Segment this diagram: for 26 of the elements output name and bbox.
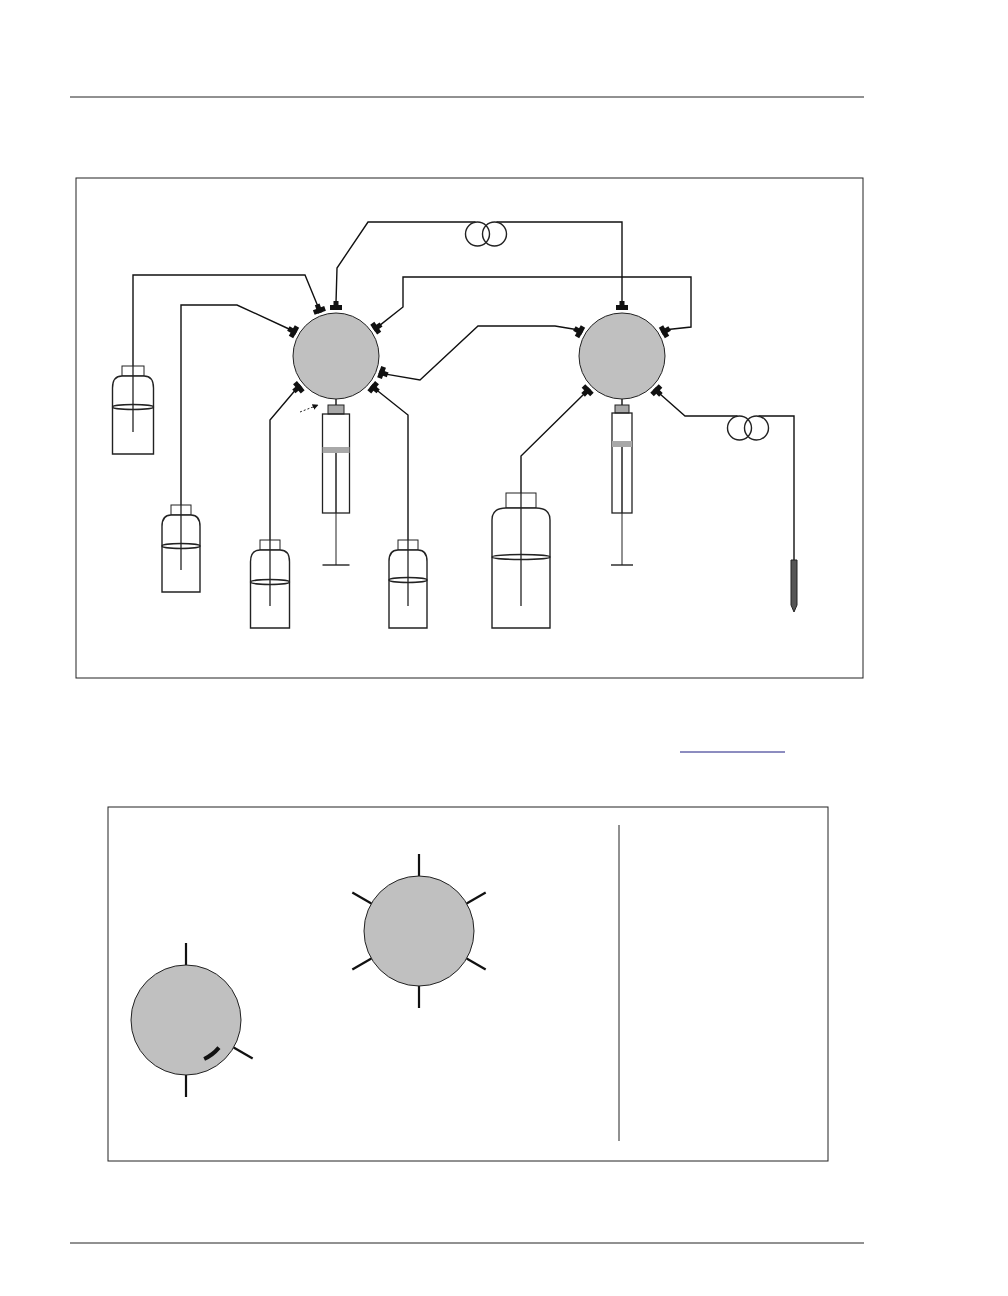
tube-line	[495, 221, 623, 304]
valve-drawing	[287, 301, 389, 400]
tube-line	[757, 415, 795, 561]
bottle-drawing	[249, 539, 291, 629]
valve-drawing	[573, 301, 671, 400]
valve-drawing	[130, 943, 254, 1097]
bottle-drawing	[491, 492, 551, 629]
tube-line	[269, 389, 297, 541]
tube-line	[385, 325, 577, 381]
tube-line	[378, 276, 692, 331]
valve-drawing	[351, 854, 487, 1008]
syringe-drawing	[321, 404, 351, 566]
tube-line	[520, 392, 586, 494]
tube-line	[335, 221, 477, 304]
tube-line	[132, 274, 319, 367]
tube-line	[658, 392, 739, 417]
needle-drawing	[790, 559, 798, 613]
syringe-drawing	[610, 404, 634, 566]
tubing-coil-drawing	[726, 415, 770, 441]
bottle-drawing	[388, 539, 428, 629]
bottle-drawing	[161, 504, 201, 593]
tube-line	[375, 389, 409, 541]
tube-line	[335, 398, 337, 406]
tube-line	[621, 398, 623, 406]
tubing-coil-drawing	[464, 221, 508, 247]
bottle-drawing	[111, 365, 155, 455]
